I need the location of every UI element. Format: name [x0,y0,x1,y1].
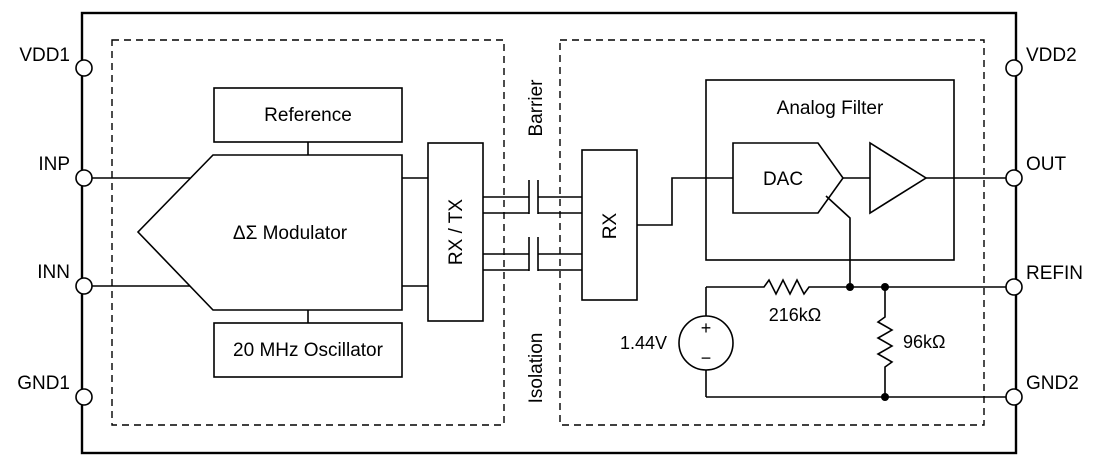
pin-inn [75,277,93,295]
pin-out [1005,169,1023,187]
voltage-source-minus: − [701,348,712,368]
resistor-216k [706,278,830,296]
reference-label: Reference [264,105,352,126]
voltage-source-label: 1.44V [620,333,667,353]
package-outline [80,11,1018,455]
output-buffer-triangle [869,141,928,215]
junction-dot [846,283,854,291]
rxtx-block [427,142,484,322]
pin-inp [75,169,93,187]
reference-block [213,87,403,143]
barrier-label: Barrier [526,79,547,137]
resistor-96k-label: 96kΩ [903,332,945,352]
isolation-label: Isolation [526,333,547,404]
junction-dot [881,283,889,291]
analog-filter-label: Analog Filter [777,98,884,119]
pin-vdd1-label: VDD1 [19,45,70,66]
pin-inn-label: INN [37,262,70,283]
voltage-source-plus: + [701,318,712,338]
pin-gnd2 [1005,388,1023,406]
pin-vdd1 [75,59,93,77]
pin-vdd2 [1005,59,1023,77]
secondary-side-region [559,39,985,426]
pin-vdd2-label: VDD2 [1026,45,1077,66]
pin-refin [1005,278,1023,296]
dac-block [732,142,844,214]
resistor-96k [876,287,894,397]
pin-refin-label: REFIN [1026,263,1083,284]
rx-block [581,149,638,301]
rx-label: RX [600,212,621,239]
modulator-block [136,154,403,311]
rxtx-label: RX / TX [446,199,467,265]
dac-label: DAC [763,169,803,190]
modulator-label: ΔΣ Modulator [233,223,348,244]
primary-side-region [111,39,505,426]
pin-inp-label: INP [38,154,70,175]
pin-out-label: OUT [1026,154,1067,175]
resistor-216k-label: 216kΩ [769,305,822,325]
oscillator-block [213,322,403,378]
junction-dot [881,393,889,401]
pin-gnd1 [75,388,93,406]
oscillator-label: 20 MHz Oscillator [233,340,384,361]
pin-gnd1-label: GND1 [17,373,70,394]
pin-gnd2-label: GND2 [1026,373,1079,394]
